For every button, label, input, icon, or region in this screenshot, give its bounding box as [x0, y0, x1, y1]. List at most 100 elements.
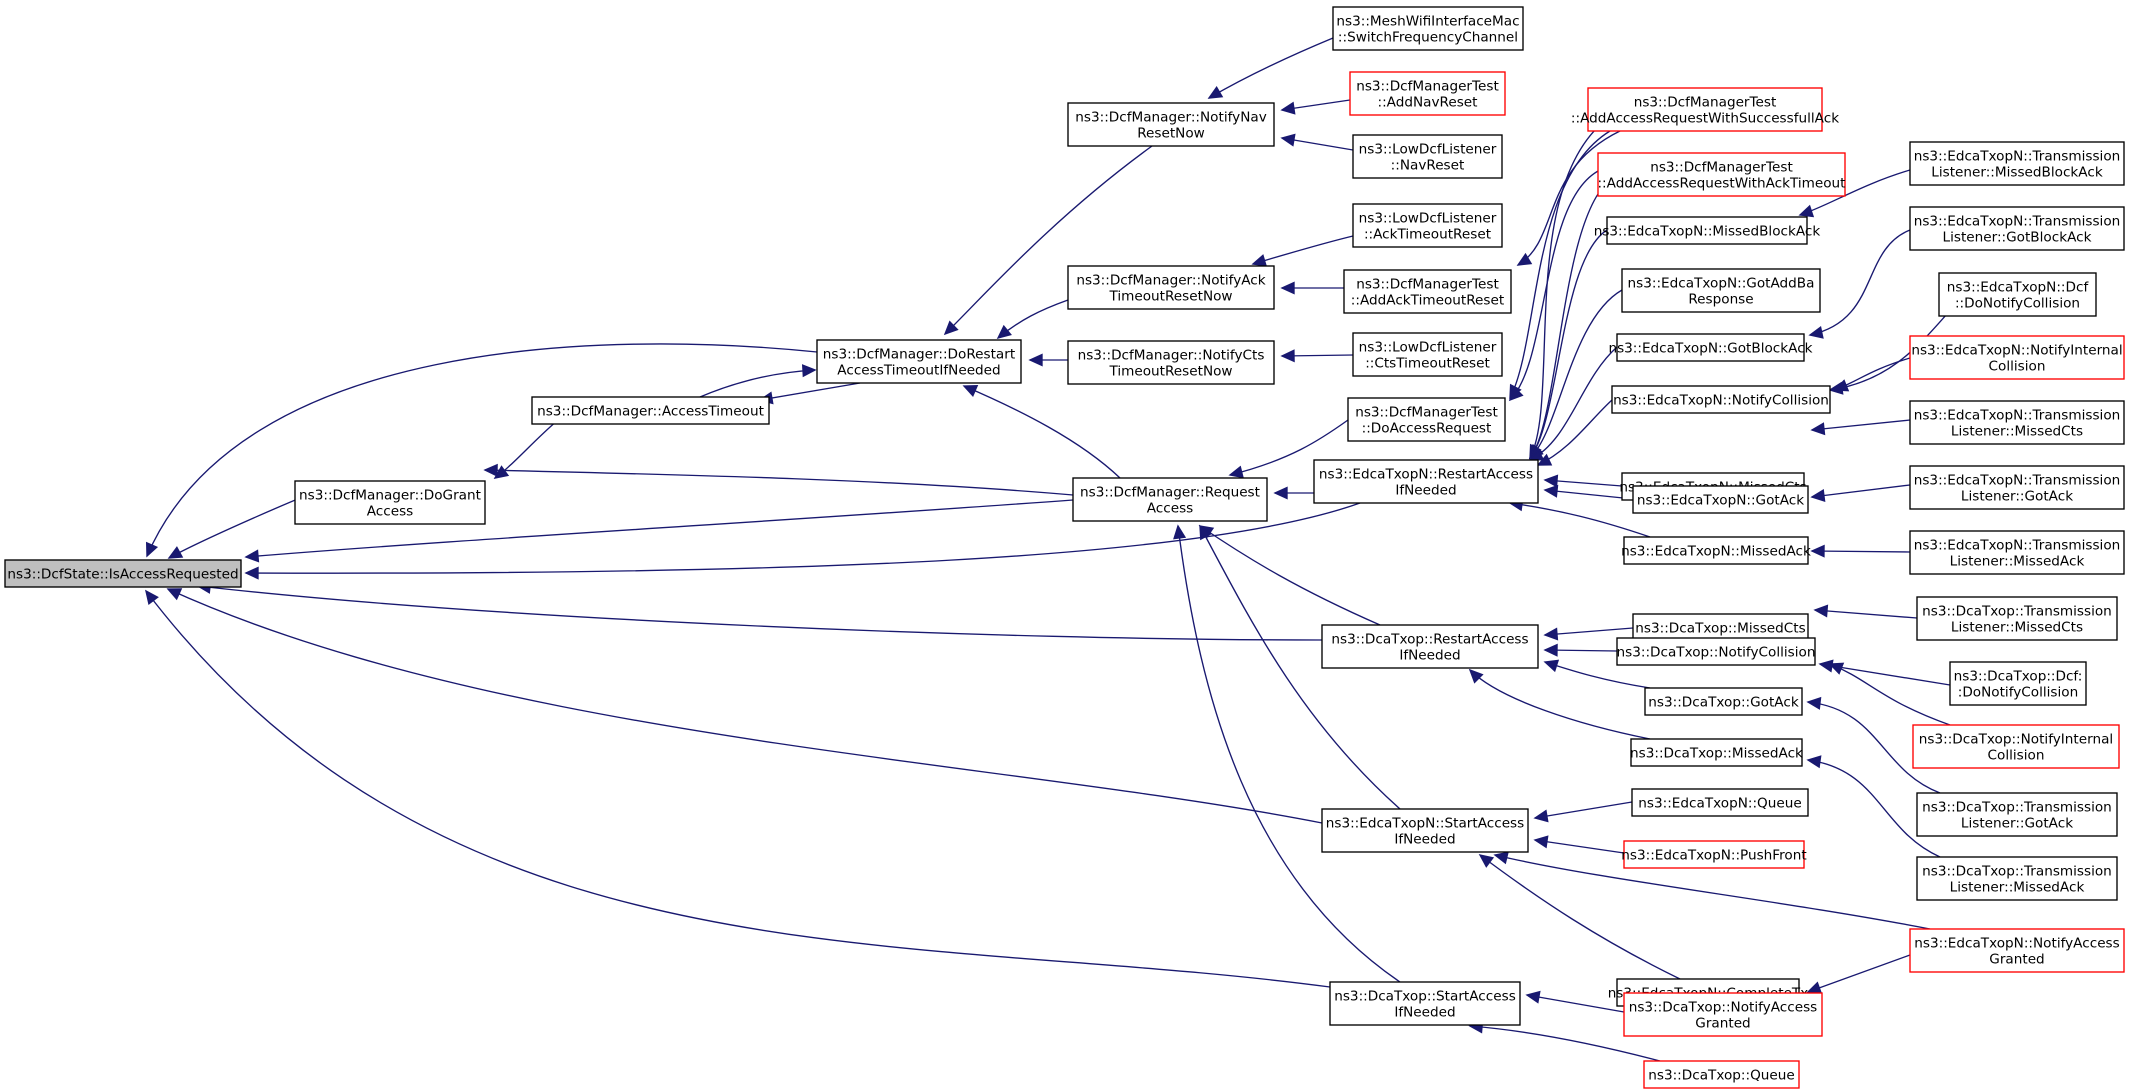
node-label: Collision: [1988, 748, 2045, 764]
node-edca-tl-got-ack[interactable]: ns3::EdcaTxopN::TransmissionListener::Go…: [1909, 465, 2125, 510]
node-edca-tl-missed-ack[interactable]: ns3::EdcaTxopN::TransmissionListener::Mi…: [1909, 530, 2125, 575]
arrowhead: [1478, 854, 1495, 868]
node-label: Access: [367, 504, 414, 520]
edge-edca-got-ack-to-edca-restart: [1543, 484, 1634, 500]
node-box: [1321, 808, 1529, 853]
node-root[interactable]: ns3::DcfState::IsAccessRequested: [4, 559, 242, 588]
node-dca-missed-ack[interactable]: ns3::DcaTxop::MissedAck: [1630, 738, 1803, 767]
node-label: IfNeeded: [1395, 483, 1456, 499]
node-edca-missed-ack[interactable]: ns3::EdcaTxopN::MissedAck: [1621, 536, 1811, 565]
node-edca-tl-got-block-ack[interactable]: ns3::EdcaTxopN::TransmissionListener::Go…: [1909, 206, 2125, 251]
node-add-ack-timeout[interactable]: ns3::DcfManagerTest::AddAckTimeoutReset: [1343, 269, 1512, 314]
node-dca-got-ack[interactable]: ns3::DcaTxop::GotAck: [1644, 687, 1803, 716]
arrowhead: [1833, 379, 1850, 392]
node-label: ::CtsTimeoutReset: [1365, 356, 1490, 372]
node-label: ns3::EdcaTxopN::GotAck: [1637, 493, 1804, 509]
node-box: [1313, 459, 1539, 504]
node-box: [1909, 141, 2125, 186]
node-do-access-req[interactable]: ns3::DcfManagerTest::DoAccessRequest: [1347, 397, 1506, 442]
edge-dca-missed-cts-to-dca-restart: [1543, 627, 1634, 641]
node-mesh-switch[interactable]: ns3::MeshWifiInterfaceMac::SwitchFrequen…: [1332, 6, 1524, 51]
node-label: Access: [1147, 501, 1194, 517]
node-dca-tl-missed-ack[interactable]: ns3::DcaTxop::TransmissionListener::Miss…: [1916, 856, 2118, 901]
edge-edca-tl-got-block-ack-to-edca-got-block-ack: [1808, 229, 1911, 339]
arrowhead: [1516, 252, 1533, 266]
node-low-ack-timeout[interactable]: ns3::LowDcfListener::AckTimeoutReset: [1352, 203, 1503, 248]
node-box: [1623, 992, 1823, 1037]
node-label: Listener::MissedCts: [1951, 620, 2083, 636]
node-label: ns3::DcfManagerTest: [1355, 405, 1498, 421]
node-low-cts-timeout[interactable]: ns3::LowDcfListener::CtsTimeoutReset: [1352, 332, 1503, 377]
node-edca-push-front[interactable]: ns3::EdcaTxopN::PushFront: [1621, 840, 1807, 869]
node-box: [1611, 385, 1831, 414]
node-box: [1909, 400, 2125, 445]
arrowhead: [1508, 386, 1524, 402]
node-label: Granted: [1695, 1016, 1750, 1032]
node-label: AccessTimeoutIfNeeded: [837, 363, 1000, 379]
node-layer: ns3::DcfState::IsAccessRequested ns3::Dcf…: [4, 6, 2125, 1089]
edge-edca-push-front-to-edca-start: [1533, 835, 1625, 854]
node-label: ns3::DcfManager::AccessTimeout: [537, 404, 764, 420]
node-box: [1616, 333, 1805, 362]
node-box: [1949, 661, 2087, 706]
node-dca-missed-cts[interactable]: ns3::DcaTxop::MissedCts: [1632, 613, 1809, 642]
node-box: [1916, 596, 2118, 641]
node-box: [1916, 856, 2118, 901]
node-label: ::AddAckTimeoutReset: [1351, 293, 1504, 309]
node-dca-notify-collision[interactable]: ns3::DcaTxop::NotifyCollision: [1616, 637, 1816, 666]
node-add-req-success[interactable]: ns3::DcfManagerTest::AddAccessRequestWit…: [1571, 87, 1839, 132]
node-notify-ack[interactable]: ns3::DcfManager::NotifyAckTimeoutResetNo…: [1067, 265, 1275, 310]
node-label: ns3::EdcaTxopN::MissedBlockAck: [1594, 224, 1821, 240]
node-edca-dcf-do-notify-collision[interactable]: ns3::EdcaTxopN::Dcf::DoNotifyCollision: [1938, 272, 2097, 317]
node-low-nav-reset[interactable]: ns3::LowDcfListener::NavReset: [1352, 134, 1503, 179]
arrowhead: [244, 566, 259, 580]
node-edca-got-ack[interactable]: ns3::EdcaTxopN::GotAck: [1632, 485, 1809, 514]
node-box: [1909, 206, 2125, 251]
node-label: ns3::DcaTxop::MissedCts: [1635, 621, 1805, 637]
node-add-nav-reset[interactable]: ns3::DcfManagerTest::AddNavReset: [1349, 71, 1506, 116]
node-edca-missed-block-ack[interactable]: ns3::EdcaTxopN::MissedBlockAck: [1594, 216, 1821, 245]
arrowhead: [1280, 281, 1295, 295]
node-dca-dcf-do-notify-collision[interactable]: ns3::DcaTxop::Dcf::DoNotifyCollision: [1949, 661, 2087, 706]
node-box: [1349, 71, 1506, 116]
node-do-restart[interactable]: ns3::DcfManager::DoRestartAccessTimeoutI…: [816, 339, 1022, 384]
node-dca-tl-got-ack[interactable]: ns3::DcaTxop::TransmissionListener::GotA…: [1916, 792, 2118, 837]
node-label: ::AddAccessRequestWithSuccessfullAck: [1571, 111, 1839, 127]
node-label: ns3::EdcaTxopN::Transmission: [1914, 214, 2121, 230]
node-dca-queue[interactable]: ns3::DcaTxop::Queue: [1643, 1060, 1800, 1089]
node-edca-tl-missed-block-ack[interactable]: ns3::EdcaTxopN::TransmissionListener::Mi…: [1909, 141, 2125, 186]
node-label: ::AddNavReset: [1378, 95, 1478, 111]
node-label: ns3::DcaTxop::Transmission: [1922, 800, 2112, 816]
edge-edca-tl-missed-cts-to-edca-missed-cts: [1810, 419, 1911, 436]
node-label: ns3::DcaTxop::MissedAck: [1630, 746, 1803, 762]
node-box: [1631, 788, 1809, 817]
node-edca-tl-missed-cts[interactable]: ns3::EdcaTxopN::TransmissionListener::Mi…: [1909, 400, 2125, 445]
node-notify-cts[interactable]: ns3::DcfManager::NotifyCtsTimeoutResetNo…: [1067, 340, 1275, 385]
arrowhead: [1228, 465, 1244, 479]
arrowhead: [483, 463, 498, 477]
node-dca-tl-missed-cts[interactable]: ns3::DcaTxop::TransmissionListener::Miss…: [1916, 596, 2118, 641]
node-access-timeout[interactable]: ns3::DcfManager::AccessTimeout: [531, 396, 770, 425]
node-add-req-ack-timeout[interactable]: ns3::DcfManagerTest::AddAccessRequestWit…: [1597, 152, 1846, 197]
node-label: ns3::MeshWifiInterfaceMac: [1336, 14, 1519, 30]
node-box: [1352, 134, 1503, 179]
node-label: ns3::DcfManager::NotifyNav: [1075, 110, 1266, 126]
node-box: [1352, 332, 1503, 377]
node-box: [1597, 152, 1846, 197]
node-edca-queue[interactable]: ns3::EdcaTxopN::Queue: [1631, 788, 1809, 817]
node-edca-notify-collision[interactable]: ns3::EdcaTxopN::NotifyCollision: [1611, 385, 1831, 414]
edge-request-access-to-root: [244, 499, 1074, 563]
node-edca-got-block-ack[interactable]: ns3::EdcaTxopN::GotBlockAck: [1608, 333, 1813, 362]
